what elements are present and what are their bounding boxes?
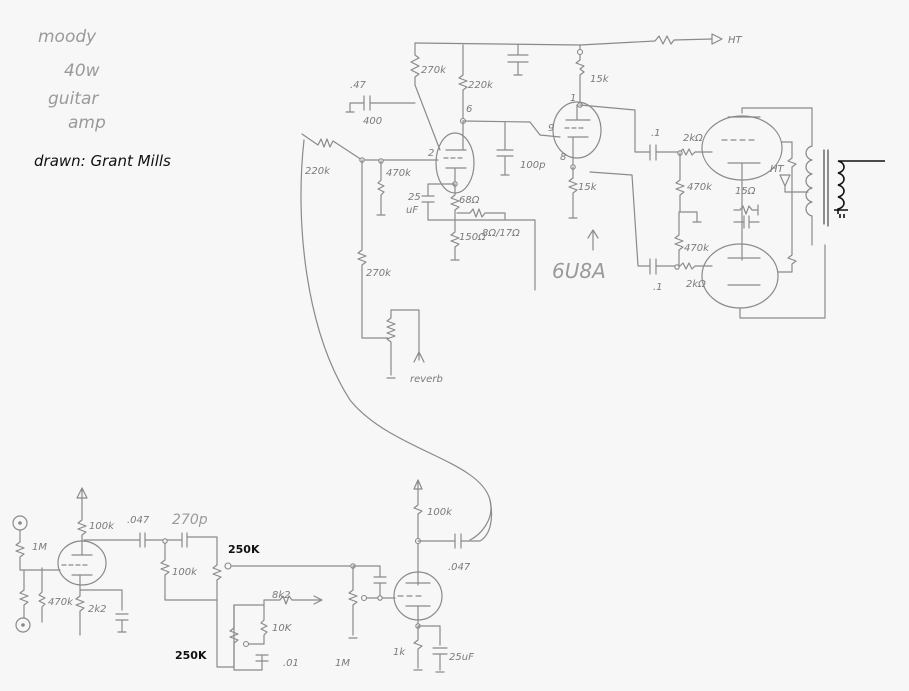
label-c-270p: 270p — [172, 512, 208, 528]
label-pot-250k-a: 250K — [228, 543, 260, 556]
label-pin-1: 1 — [570, 93, 576, 104]
label-r-100k-plate: 100k — [89, 521, 115, 532]
label-c-400: 400 — [363, 116, 382, 127]
pot-wiper-250k-b — [242, 640, 250, 648]
label-r-220k-plate: 220k — [468, 80, 494, 91]
label-c-47: .47 — [350, 80, 367, 91]
label-ht-tap: HT — [770, 164, 785, 175]
label-r-15-screen: 15Ω — [735, 186, 756, 197]
label-r-1m: 1M — [335, 658, 350, 669]
title-line-3: guitar — [48, 89, 99, 109]
label-c-25uf-a: 25 — [408, 192, 421, 203]
label-c-25uf-b: uF — [406, 205, 418, 216]
title-block: moody 40w guitar amp drawn: Grant Mills — [34, 27, 171, 170]
label-r-8k2: 8k2 — [272, 590, 291, 601]
label-r-1k: 1k — [393, 647, 406, 658]
title-line-4: amp — [68, 113, 106, 133]
label-r-270k: 270k — [421, 65, 447, 76]
label-feedback: 8Ω/17Ω — [482, 228, 520, 239]
label-c-1-top: .1 — [651, 128, 661, 139]
drawn-by: drawn: Grant Mills — [34, 152, 171, 170]
label-r-15k-top: 15k — [590, 74, 610, 85]
preamp-section: 1M 470k 100k 2k2 .047 270p 100k 250K 250… — [12, 479, 493, 673]
ht-arrow-icon — [711, 33, 723, 45]
label-r-10k: 10K — [272, 623, 293, 634]
label-r-470k: 470k — [386, 168, 412, 179]
label-r-100k-v2: 100k — [427, 507, 453, 518]
label-c-1-bot: .1 — [653, 282, 663, 293]
label-tube-type: 6U8A — [552, 259, 606, 283]
label-pot-250k-b: 250K — [175, 649, 207, 662]
ht-label: HT — [728, 35, 743, 46]
label-r-470k-input: 470k — [48, 597, 74, 608]
title-line-1: moody — [38, 27, 97, 47]
label-c-25uf: 25uF — [449, 652, 474, 663]
transformer-secondary — [834, 160, 885, 218]
label-c-01: .01 — [283, 658, 299, 669]
label-pin-9: 9 — [548, 123, 554, 134]
label-r-1m-input: 1M — [32, 542, 47, 553]
label-r-2k-bot: 2kΩ — [686, 279, 706, 290]
label-reverb: reverb — [410, 374, 443, 385]
label-r-2k-top: 2kΩ — [683, 133, 703, 144]
tube-v4 — [701, 243, 779, 309]
label-c-047-out: .047 — [448, 562, 471, 573]
label-pin-6: 6 — [466, 104, 472, 115]
label-pin-8: 8 — [560, 152, 566, 163]
label-r-220k-in: 220k — [305, 166, 331, 177]
pot-wiper-250k-a — [224, 562, 232, 570]
label-r-15k-bot: 15k — [578, 182, 598, 193]
label-c-047: .047 — [127, 515, 150, 526]
title-line-2: 40w — [64, 61, 100, 81]
label-r-2k2: 2k2 — [88, 604, 107, 615]
label-c-100p: 100p — [520, 160, 545, 171]
label-r-100k: 100k — [172, 567, 198, 578]
label-r-68: 68Ω — [459, 195, 480, 206]
tube-v2 — [552, 101, 602, 159]
label-r-470k-b: 470k — [684, 243, 710, 254]
input-jack-2-icon — [15, 617, 31, 633]
label-r-470k-a: 470k — [687, 182, 713, 193]
label-pin-2: 2 — [428, 148, 434, 159]
label-r-270k-lower: 270k — [366, 268, 392, 279]
label-r-150: 150Ω — [459, 232, 486, 243]
power-section: HT 270k 220k 6 .47 400 2 220k 470k 68Ω 1… — [300, 33, 885, 541]
transformer-primary — [805, 145, 813, 246]
